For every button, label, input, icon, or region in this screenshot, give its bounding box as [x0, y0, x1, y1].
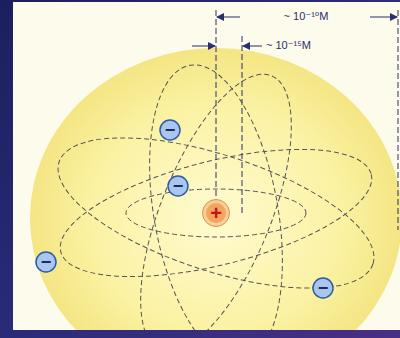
dimension-label: ~ 10⁻¹⁵M	[264, 39, 313, 52]
charge-sign: +	[210, 203, 222, 223]
charge-sign: −	[165, 121, 176, 139]
dimension-label: ~ 10⁻¹⁰M	[282, 10, 331, 23]
nucleus: +	[202, 199, 230, 227]
electron: −	[159, 119, 181, 141]
electron: −	[312, 277, 334, 299]
charge-sign: −	[41, 253, 52, 271]
charge-sign: −	[318, 279, 329, 297]
electron: −	[167, 175, 189, 197]
electron: −	[35, 251, 57, 273]
atom-sphere	[30, 48, 400, 330]
charge-sign: −	[173, 177, 184, 195]
dimension-guides	[216, 10, 398, 230]
